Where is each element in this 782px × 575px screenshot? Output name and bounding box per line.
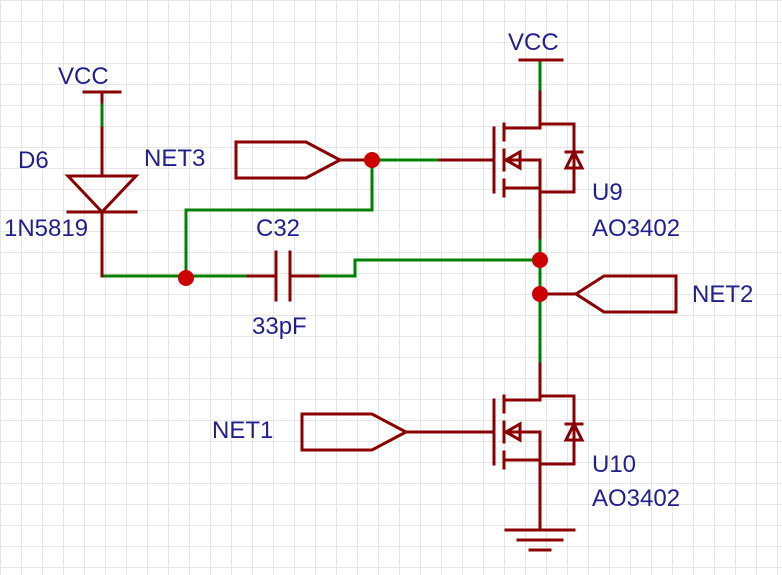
junctions xyxy=(178,152,548,302)
net3-flag xyxy=(234,140,374,180)
vcc-left-bar xyxy=(82,90,122,104)
ground-symbol xyxy=(504,528,576,552)
mosfet-u10-symbol xyxy=(404,362,585,532)
u9-value-label: AO3402 xyxy=(592,215,680,242)
junction-switch-node xyxy=(532,252,548,268)
u10-body-arrow xyxy=(502,421,522,443)
u10-value-label: AO3402 xyxy=(592,485,680,512)
cap-ref-label: C32 xyxy=(256,215,300,242)
mosfet-u9-symbol xyxy=(438,90,585,240)
labels: VCC VCC D6 1N5819 C32 33pF NET3 NET2 NET… xyxy=(4,29,753,512)
diode-d6-symbol xyxy=(64,126,140,278)
wire-c32-to-switch-node xyxy=(316,258,542,278)
wire-net3-to-junction xyxy=(184,158,374,280)
capacitor-c32-symbol xyxy=(246,250,320,302)
junction-net2 xyxy=(532,286,548,302)
vcc-left-label: VCC xyxy=(58,63,109,90)
u10-ref-label: U10 xyxy=(592,451,636,478)
net1-label: NET1 xyxy=(212,417,273,444)
u9-ref-label: U9 xyxy=(592,179,623,206)
junction-net3 xyxy=(364,152,380,168)
u9-body-diode xyxy=(563,148,585,170)
net2-flag xyxy=(538,274,678,314)
wires xyxy=(100,58,542,366)
u9-body-arrow xyxy=(502,149,522,171)
diode-ref-label: D6 xyxy=(18,147,49,174)
u10-body-diode xyxy=(563,420,585,442)
vcc-top-label: VCC xyxy=(508,29,559,56)
diode-value-label: 1N5819 xyxy=(4,215,88,242)
net2-label: NET2 xyxy=(692,281,753,308)
component-symbols xyxy=(64,58,678,552)
cap-value-label: 33pF xyxy=(252,313,307,340)
junction-diode-cap xyxy=(178,270,194,286)
net3-label: NET3 xyxy=(144,145,205,172)
net1-flag xyxy=(300,412,410,452)
